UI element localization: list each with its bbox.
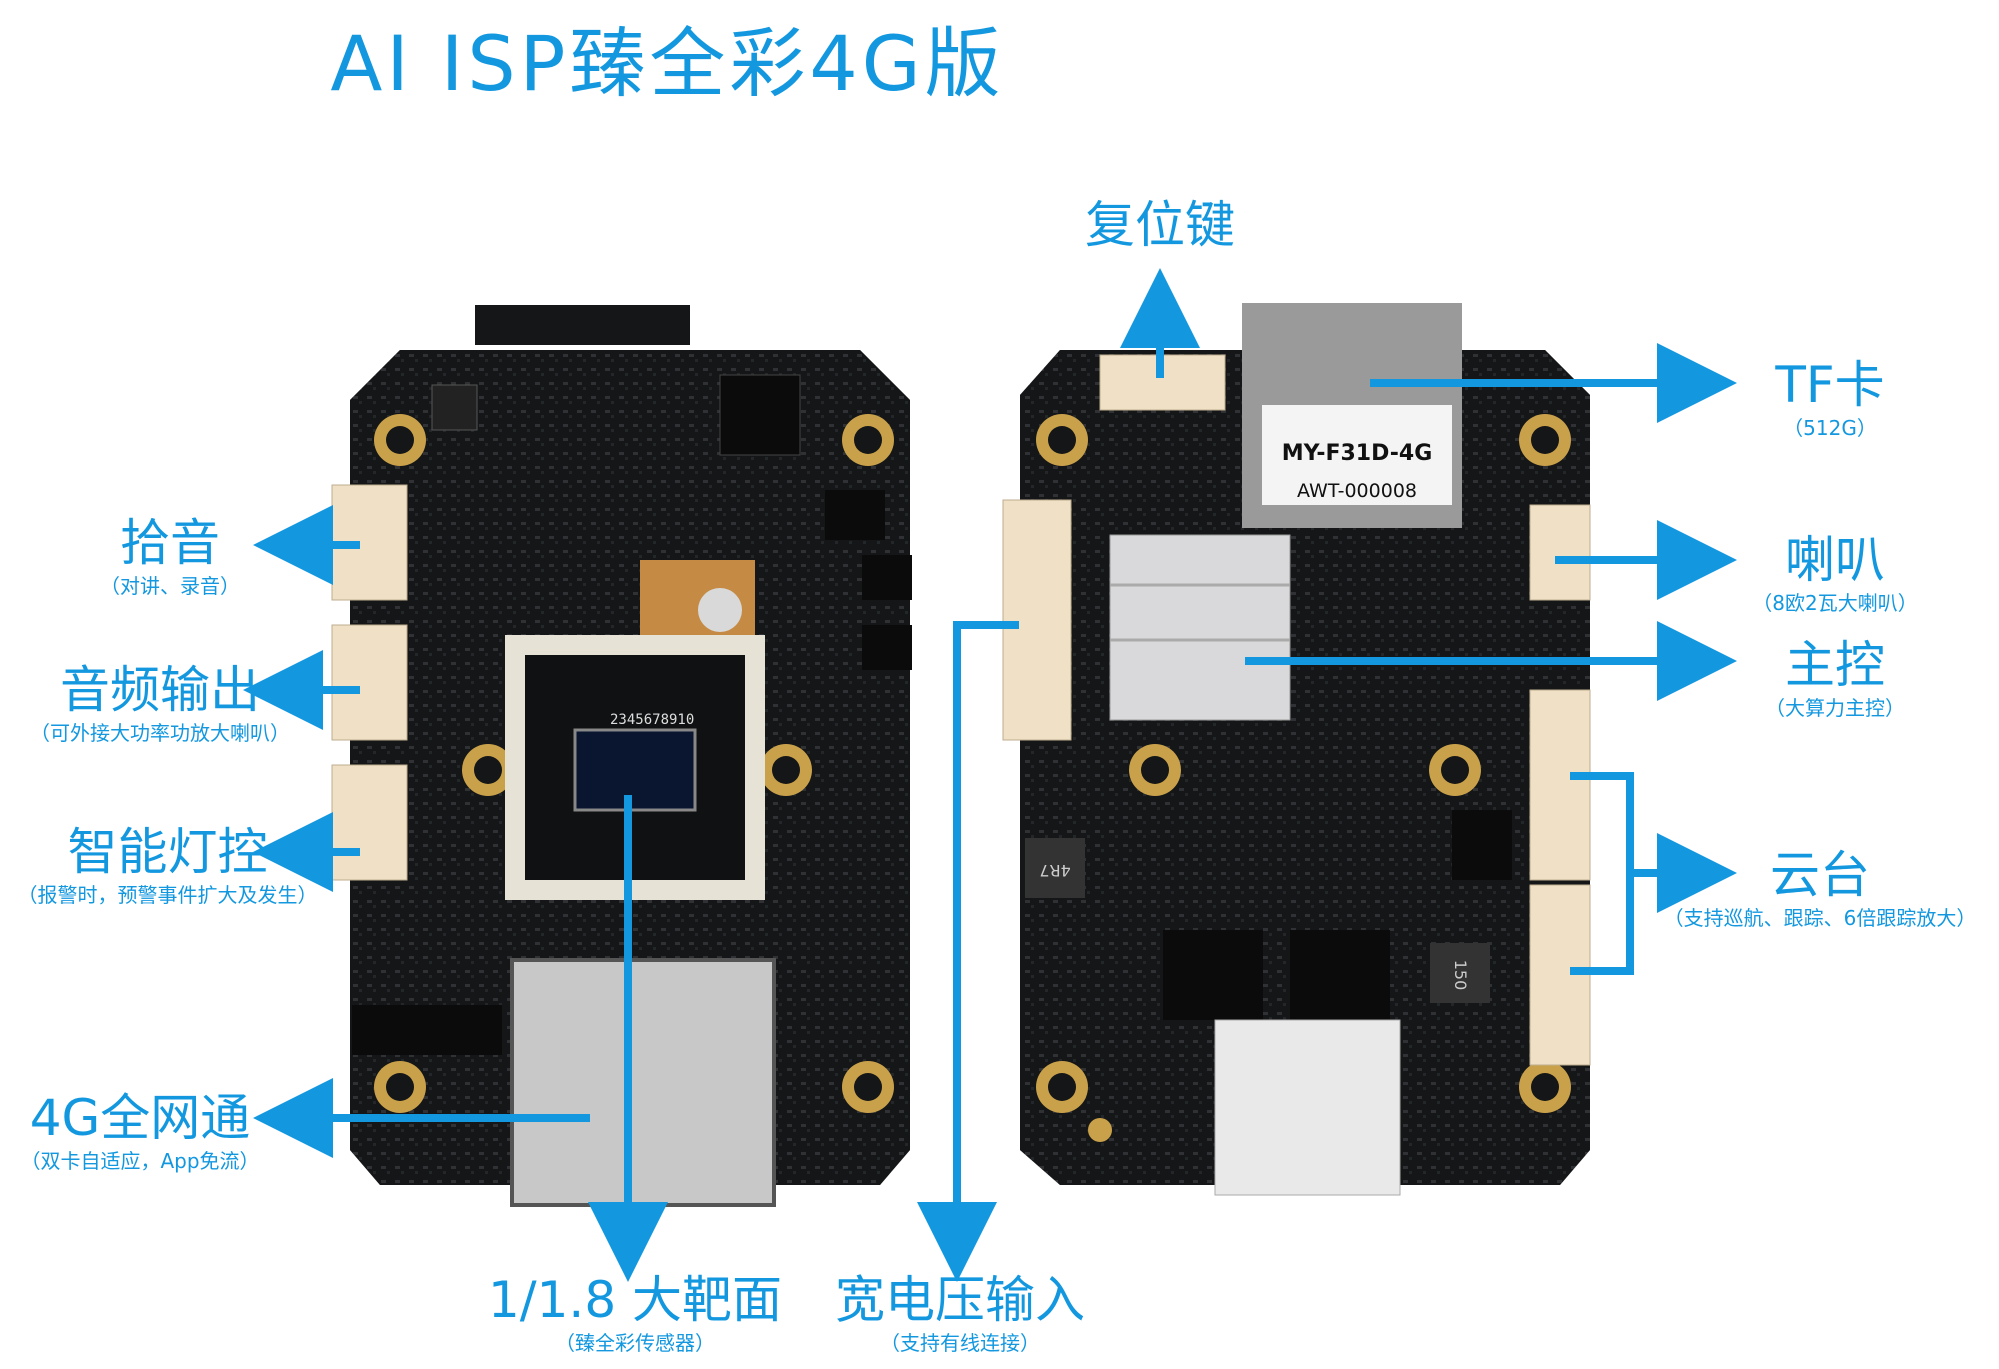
label-ptz: 云台 （支持巡航、跟踪、6倍跟踪放大） [1645,845,1995,931]
label-4g-sub: （双卡自适应，App免流） [20,1149,260,1173]
serial-label: AWT-000008 [1297,480,1417,502]
label-mainctrl: 主控 （大算力主控） [1735,635,1935,721]
label-tf: TF卡 （512G） [1735,355,1925,441]
label-audio-out-sub: （可外接大功率功放大喇叭） [30,721,290,745]
label-4g-main: 4G全网通 [29,1089,251,1147]
label-smart-light-main: 智能灯控 [67,823,268,881]
label-speaker-sub: （8欧2瓦大喇叭） [1752,591,1918,615]
front-board: 2345678910 [331,305,912,1207]
label-ptz-main: 云台 [1770,846,1870,904]
label-reset-main: 复位键 [1085,196,1235,254]
label-sensor: 1/1.8 大靶面 （臻全彩传感器） [470,1270,800,1356]
label-audio-out: 音频输出 （可外接大功率功放大喇叭） [0,660,320,746]
label-pickup: 拾音 （对讲、录音） [75,513,265,599]
label-ptz-sub: （支持巡航、跟踪、6倍跟踪放大） [1663,906,1977,930]
label-speaker: 喇叭 （8欧2瓦大喇叭） [1725,530,1945,616]
label-power: 宽电压输入 （支持有线连接） [820,1270,1100,1356]
label-mainctrl-sub: （大算力主控） [1765,696,1905,720]
model-label: MY-F31D-4G [1282,441,1433,466]
label-sensor-main: 1/1.8 大靶面 [487,1271,783,1329]
label-speaker-main: 喇叭 [1785,531,1885,589]
label-pickup-sub: （对讲、录音） [100,574,240,598]
label-4g: 4G全网通 （双卡自适应，App免流） [0,1088,280,1174]
label-mainctrl-main: 主控 [1785,636,1885,694]
inductor-150: 150 [1451,960,1470,991]
callout-arrows [243,268,1737,1282]
page-title: AI ISP臻全彩4G版 [330,19,1005,108]
label-smart-light: 智能灯控 （报警时，预警事件扩大及发生） [0,822,335,908]
label-reset: 复位键 [1060,195,1260,255]
inductor-4r7: 4R7 [1039,861,1070,880]
label-power-main: 宽电压输入 [835,1271,1085,1329]
label-pickup-main: 拾音 [120,514,220,572]
label-sensor-sub: （臻全彩传感器） [555,1331,715,1355]
label-tf-main: TF卡 [1775,356,1885,414]
label-power-sub: （支持有线连接） [880,1331,1040,1355]
back-board: MY-F31D-4G AWT-000008 4R7 150 [1002,303,1591,1196]
sensor-ruler: 2345678910 [610,712,694,728]
label-tf-sub: （512G） [1783,416,1877,440]
label-audio-out-main: 音频输出 [60,661,260,719]
label-smart-light-sub: （报警时，预警事件扩大及发生） [17,883,318,907]
